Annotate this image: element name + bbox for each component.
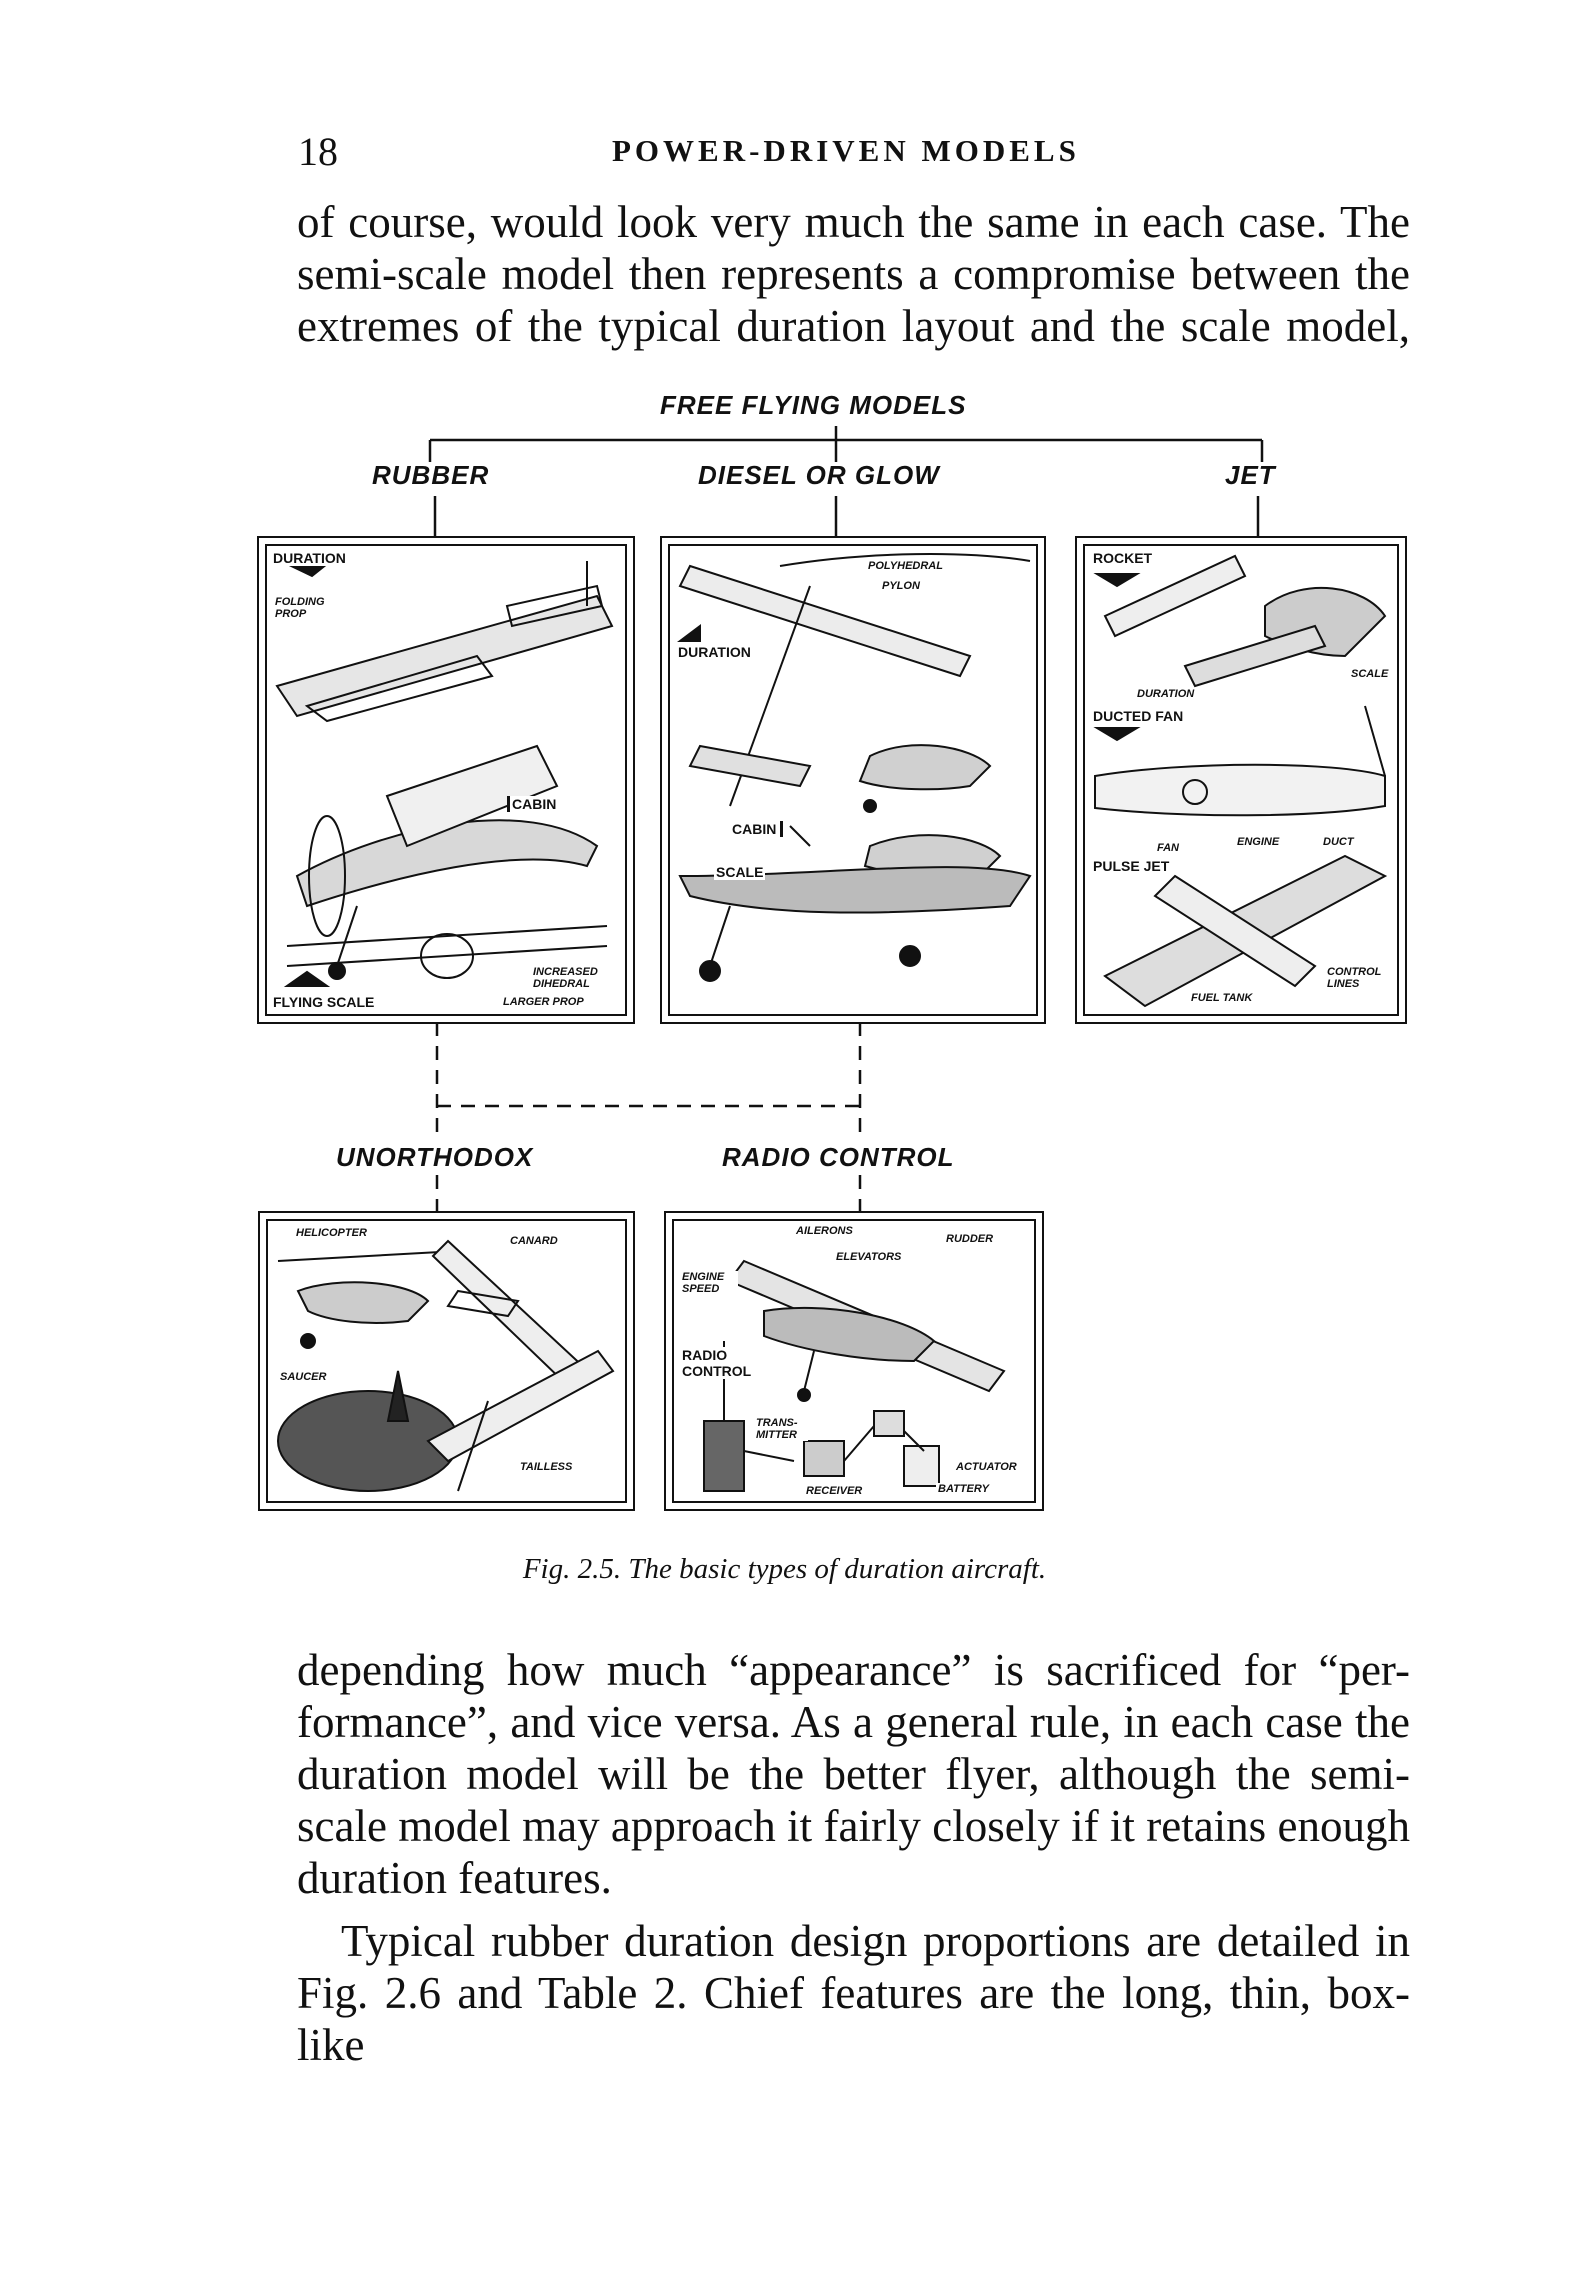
category-rubber: RUBBER xyxy=(372,460,490,490)
label-duct: DUCT xyxy=(1321,836,1356,848)
label-fan: FAN xyxy=(1155,842,1181,854)
label-duration: DURATION xyxy=(1135,688,1197,700)
label-pulse-jet: PULSE JET xyxy=(1091,858,1172,874)
label-helicopter: HELICOPTER xyxy=(294,1227,369,1239)
unorthodox-models-illustration xyxy=(277,1239,615,1492)
panel-unorthodox: HELICOPTER CANARD SAUCER TAILLESS xyxy=(258,1211,635,1511)
panel-radio-control: AILERONS RUDDER ELEVATORS ENGINE SPEED R… xyxy=(664,1211,1044,1511)
paragraph-bottom-2-text: Typical rubber duration design proportio… xyxy=(297,1916,1410,2070)
label-increased-dihedral: INCREASED DIHEDRAL xyxy=(531,966,605,990)
paragraph-bottom-2: Typical rubber duration design proportio… xyxy=(297,1915,1410,2071)
label-radio-control: RADIO CONTROL xyxy=(680,1347,752,1379)
label-cabin: CABIN xyxy=(730,821,784,837)
paragraph-bottom-1: depending how much “appearance” is sacri… xyxy=(297,1645,1410,1903)
label-battery: BATTERY xyxy=(936,1483,991,1495)
label-actuator: ACTUATOR xyxy=(954,1461,1019,1473)
figure-title: FREE FLYING MODELS xyxy=(660,390,967,420)
label-ailerons: AILERONS xyxy=(794,1225,855,1237)
label-cabin: CABIN xyxy=(507,796,559,812)
panel-rubber: DURATION FOLDING PROP CABIN FLYING SCALE… xyxy=(257,536,635,1024)
label-tailless: TAILLESS xyxy=(518,1461,575,1473)
diesel-models-illustration xyxy=(677,553,1032,982)
label-rudder: RUDDER xyxy=(944,1233,996,1245)
label-elevators: ELEVATORS xyxy=(834,1251,904,1263)
running-title: POWER-DRIVEN MODELS xyxy=(612,133,1080,168)
category-diesel-or-glow: DIESEL OR GLOW xyxy=(698,460,940,490)
category-radio-control: RADIO CONTROL xyxy=(722,1142,955,1172)
label-receiver: RECEIVER xyxy=(804,1485,865,1497)
label-transmitter: TRANS-MITTER xyxy=(754,1417,808,1441)
label-larger-prop: LARGER PROP xyxy=(501,996,586,1008)
figure-caption: Fig. 2.5. The basic types of duration ai… xyxy=(522,1553,1047,1585)
label-rocket: ROCKET xyxy=(1091,550,1155,566)
panel-jet: ROCKET DURATION SCALE DUCTED FAN FAN ENG… xyxy=(1075,536,1407,1024)
label-scale: SCALE xyxy=(1349,668,1391,680)
page-number: 18 xyxy=(298,129,338,174)
jet-models-illustration xyxy=(1093,554,1388,1008)
paragraph-top: of course, would look very much the same… xyxy=(297,197,1410,351)
label-duration: DURATION xyxy=(676,644,753,660)
label-polyhedral: POLYHEDRAL xyxy=(866,560,945,572)
label-scale: SCALE xyxy=(714,864,766,880)
category-jet: JET xyxy=(1225,460,1276,490)
label-flying-scale: FLYING SCALE xyxy=(271,994,377,1010)
radio-control-illustration xyxy=(703,1259,1006,1492)
label-fuel-tank: FUEL TANK xyxy=(1189,992,1255,1004)
label-engine-speed: ENGINE SPEED xyxy=(680,1271,738,1295)
label-engine: ENGINE xyxy=(1235,836,1282,848)
panel-diesel-or-glow: POLYHEDRAL PYLON DURATION CABIN SCALE xyxy=(660,536,1046,1024)
label-ducted-fan: DUCTED FAN xyxy=(1091,708,1186,724)
label-folding-prop: FOLDING PROP xyxy=(273,596,327,620)
label-pylon: PYLON xyxy=(880,580,922,592)
label-canard: CANARD xyxy=(508,1235,560,1247)
label-saucer: SAUCER xyxy=(278,1371,329,1383)
rubber-models-illustration xyxy=(275,561,614,987)
label-control-lines: CONTROL LINES xyxy=(1325,966,1389,990)
label-duration: DURATION xyxy=(271,550,348,566)
category-unorthodox: UNORTHODOX xyxy=(336,1142,534,1172)
